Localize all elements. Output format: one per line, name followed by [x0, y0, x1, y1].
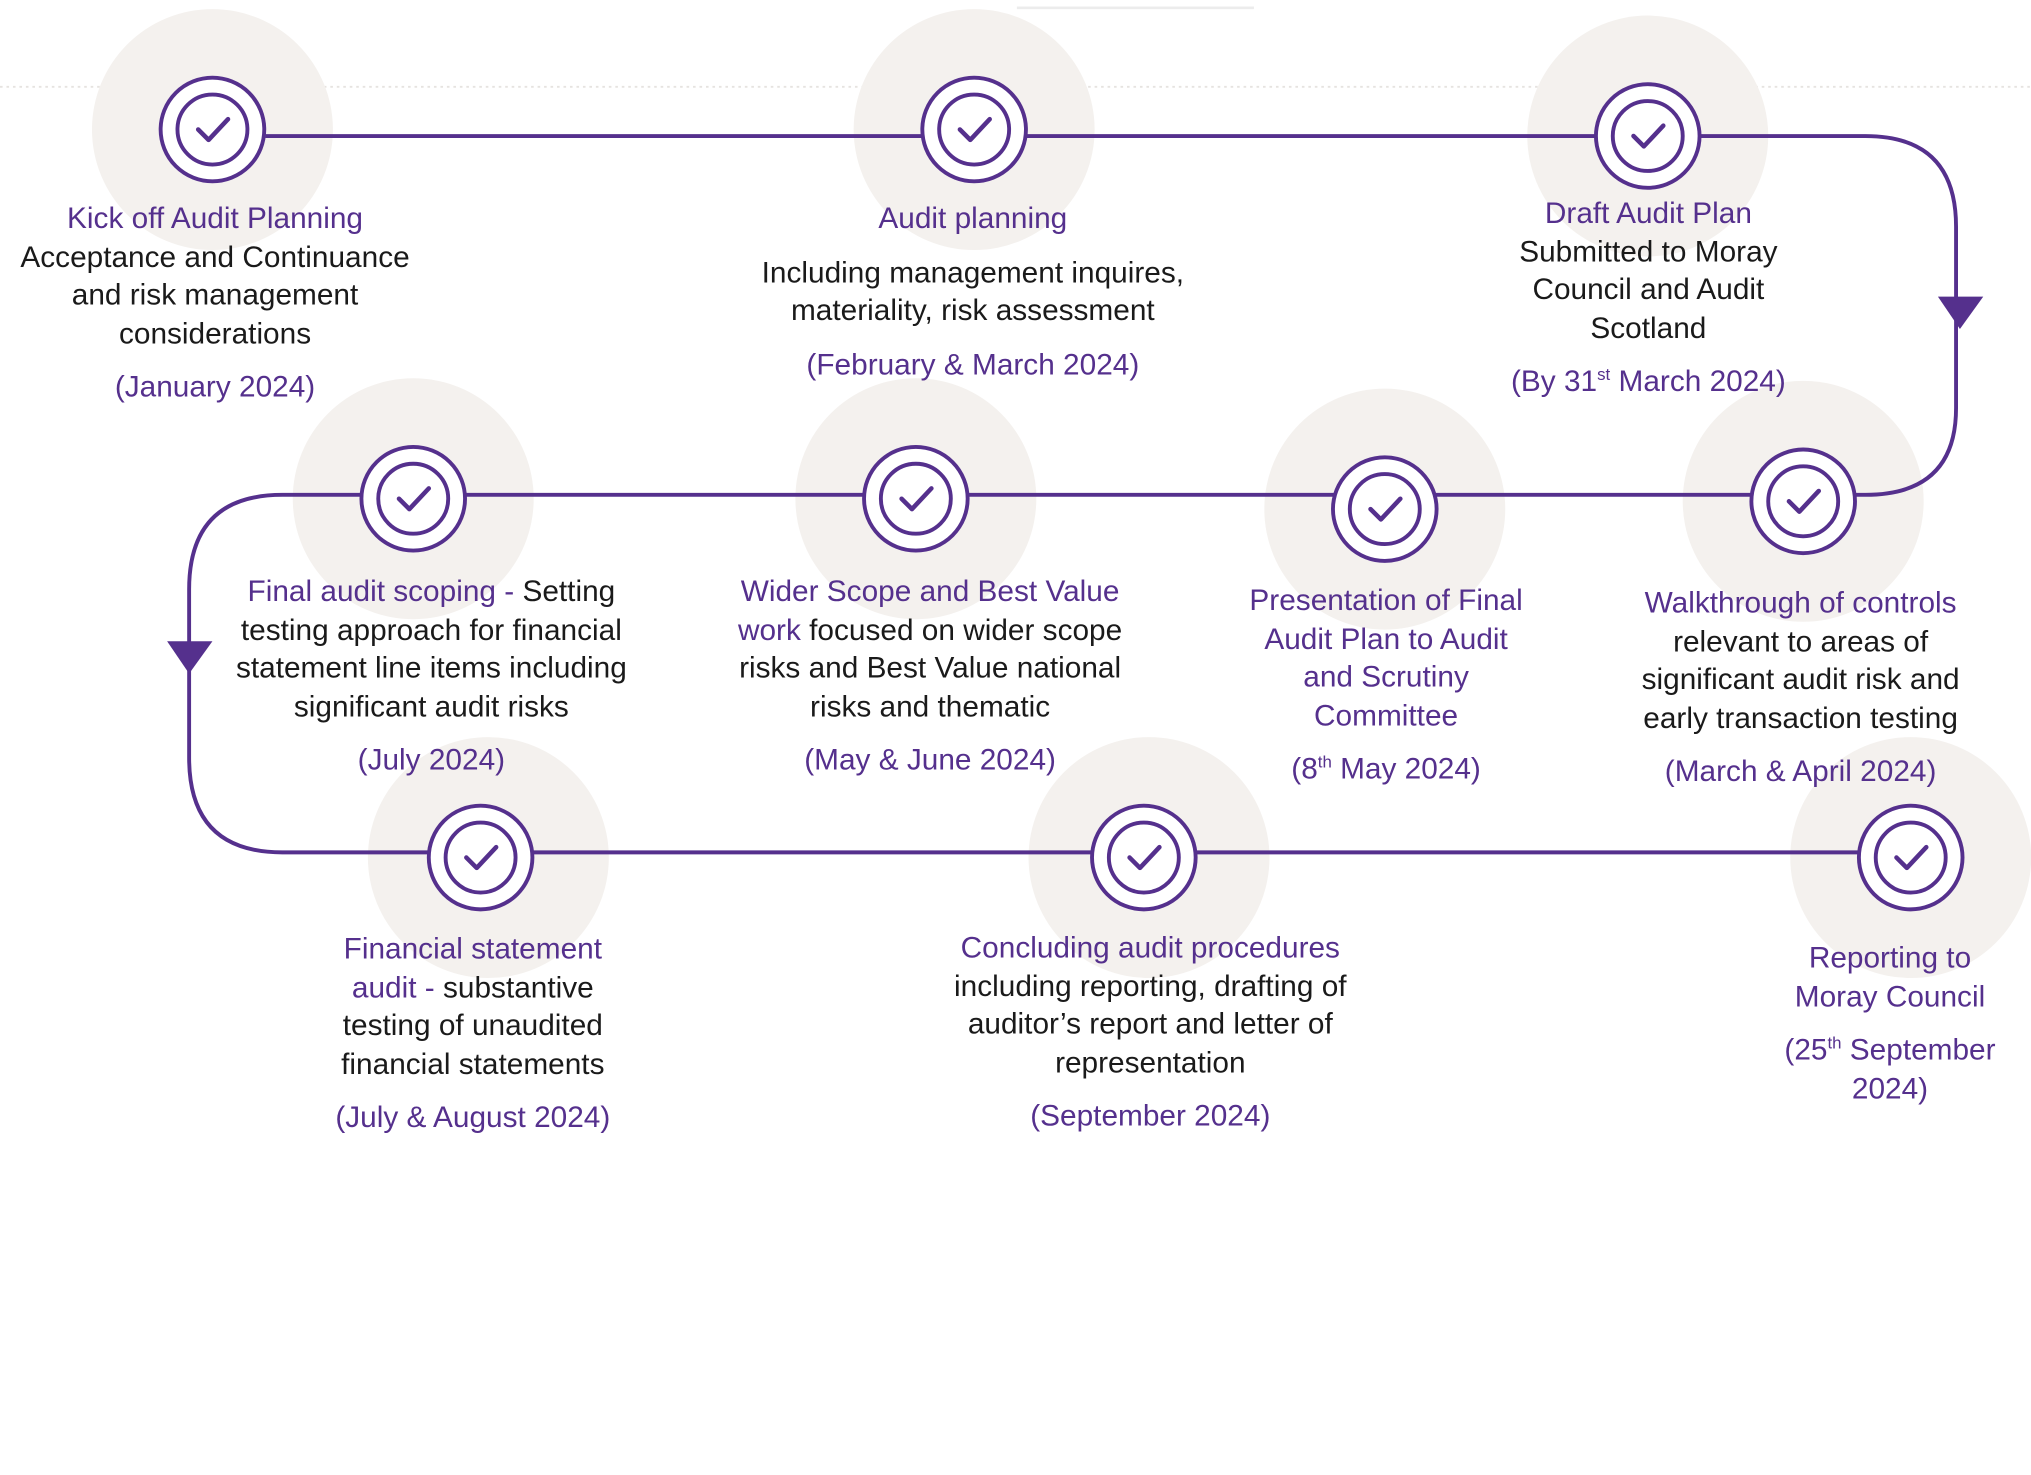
step-title: Reporting to Moray Council [1794, 940, 1986, 1013]
step-date: (September 2024) [1030, 1098, 1271, 1133]
step-body: Submitted to Moray Council and Audit Sco… [1519, 233, 1778, 344]
step-date: (February & March 2024) [806, 346, 1140, 381]
check-circle-icon [426, 803, 535, 912]
step-text: Final audit scoping - Setting testing ap… [235, 573, 627, 723]
timeline-connector [187, 134, 1958, 855]
down-arrow-icon [167, 641, 213, 674]
check-circle-icon [158, 75, 267, 184]
timeline-graphics [0, 6, 2031, 979]
step-text: Concluding audit procedures including re… [954, 930, 1347, 1079]
step-body: relevant to areas of significant audit r… [1641, 623, 1960, 734]
step-title: Kick off Audit Planning [67, 200, 363, 235]
step-text: Financial statement audit - substantive … [341, 931, 605, 1080]
step-date: (8th May 2024) [1291, 751, 1481, 786]
check-circle-icon [1331, 455, 1439, 563]
check-circle-icon [862, 444, 970, 553]
down-arrow-icon [1937, 296, 1984, 330]
step-wider-scope: Wider Scope and Best Value work focused … [732, 573, 1128, 780]
step-title: Presentation of Final Audit Plan to Audi… [1249, 582, 1523, 732]
check-circle-icon [920, 75, 1028, 184]
step-final-scoping: Final audit scoping - Setting testing ap… [210, 573, 653, 780]
step-concluding-procedures: Concluding audit procedures including re… [922, 929, 1378, 1136]
step-walkthrough: Walkthrough of controls relevant to area… [1606, 584, 1995, 791]
step-kickoff: Kick off Audit Planning Acceptance and C… [6, 199, 423, 406]
check-circle-icon [359, 444, 467, 553]
step-date: (May & June 2024) [804, 742, 1056, 776]
step-title: Walkthrough of controls [1644, 585, 1957, 620]
step-draft-audit-plan: Draft Audit Plan Submitted to Moray Coun… [1496, 194, 1800, 401]
step-presentation: Presentation of Final Audit Plan to Audi… [1237, 582, 1535, 789]
check-circle-icon [1749, 447, 1857, 556]
step-date: (By 31st March 2024) [1511, 364, 1786, 398]
step-audit-planning: Audit planning Including management inqu… [732, 199, 1214, 383]
step-date: (July & August 2024) [335, 1099, 611, 1134]
check-circle-icon [1090, 803, 1198, 912]
step-title: Audit planning [878, 200, 1068, 235]
step-text: Wider Scope and Best Value work focused … [737, 573, 1123, 723]
step-reporting: Reporting to Moray Council (25th Septemb… [1766, 939, 2015, 1107]
step-body: Including management inquires, materiali… [761, 254, 1185, 327]
step-financial-statement-audit: Financial statement audit - substantive … [311, 930, 635, 1137]
step-date: (March & April 2024) [1664, 753, 1937, 788]
step-date: (July 2024) [357, 742, 506, 776]
step-body: Acceptance and Continuance and risk mana… [20, 239, 410, 350]
step-date: (January 2024) [114, 369, 316, 403]
step-date: (25th September 2024) [1784, 1032, 1996, 1105]
check-circle-icon [1593, 82, 1702, 190]
step-title: Draft Audit Plan [1544, 195, 1752, 230]
check-circle-icon [1856, 803, 1965, 912]
